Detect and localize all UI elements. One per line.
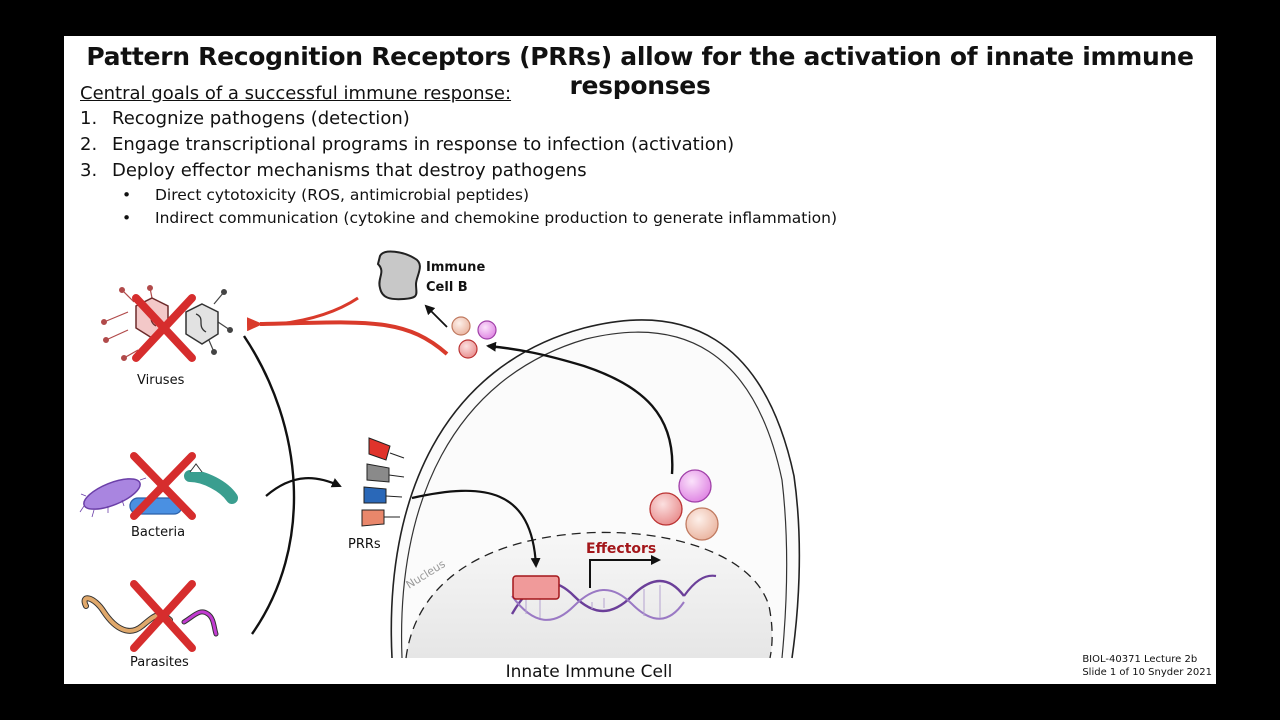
signal-to-cell-b-arrow xyxy=(424,304,448,328)
effector-response-arrow xyxy=(246,296,449,356)
immune-cell-b-label-line1: Immune xyxy=(426,260,485,275)
cytokine-pink xyxy=(649,492,683,526)
sub-bullet: • Direct cytotoxicity (ROS, antimicrobial… xyxy=(122,186,529,204)
slide: Pattern Recognition Receptors (PRRs) all… xyxy=(64,36,1216,684)
goal-item: 3. Deploy effector mechanisms that destro… xyxy=(80,160,587,181)
prrs-label: PRRs xyxy=(348,537,381,552)
parasites-label: Parasites xyxy=(130,655,189,670)
slide-footer: BIOL-40371 Lecture 2b Slide 1 of 10 Snyd… xyxy=(1082,653,1212,679)
goals-heading: Central goals of a successful immune res… xyxy=(80,83,512,104)
immune-cell-b-label-line2: Cell B xyxy=(426,280,468,295)
cytokine-purple xyxy=(678,469,712,503)
prr-salmon xyxy=(361,509,385,527)
goal-item: 2. Engage transcriptional programs in res… xyxy=(80,134,734,155)
bacteria-label: Bacteria xyxy=(131,525,185,540)
prr-receptors xyxy=(361,437,405,527)
sub-bullet: • Indirect communication (cytokine and ch… xyxy=(122,209,837,227)
goal-item: 1. Recognize pathogens (detection) xyxy=(80,108,410,129)
signaling-arrow xyxy=(411,489,541,568)
goal-number: 2. xyxy=(80,134,98,155)
bullet-mark: • xyxy=(122,186,132,204)
effectors-label: Effectors xyxy=(586,541,656,557)
prr-blue xyxy=(363,486,387,504)
prr-red xyxy=(368,437,391,461)
goal-text: Deploy effector mechanisms that destroy … xyxy=(112,160,587,181)
footer-course: BIOL-40371 Lecture 2b xyxy=(1082,654,1198,665)
slide-title: Pattern Recognition Receptors (PRRs) all… xyxy=(86,42,1194,100)
pathogen-detection-arrow xyxy=(243,335,342,635)
parasite-icon xyxy=(81,595,219,637)
cytokine-peach xyxy=(685,507,719,541)
immune-response-diagram: Nucleus Effectors xyxy=(79,250,801,682)
secretion-arrow xyxy=(486,341,674,475)
goal-number: 1. xyxy=(80,108,98,129)
goal-number: 3. xyxy=(80,160,98,181)
prr-gray xyxy=(366,463,390,483)
transcription-factor xyxy=(512,575,560,600)
virus-x-mark xyxy=(132,294,196,362)
transcription-arrow xyxy=(589,555,661,588)
immune-cell-b-icon xyxy=(376,250,421,301)
parasite-x-mark xyxy=(130,580,196,652)
goal-text: Recognize pathogens (detection) xyxy=(112,108,410,129)
bullet-text: Indirect communication (cytokine and che… xyxy=(155,209,838,227)
goal-text: Engage transcriptional programs in respo… xyxy=(112,134,735,155)
cytokine-cluster xyxy=(649,469,719,541)
bullet-text: Direct cytotoxicity (ROS, antimicrobial … xyxy=(155,186,529,204)
innate-immune-cell-label: Innate Immune Cell xyxy=(506,662,673,682)
bullet-mark: • xyxy=(122,209,132,227)
viruses-label: Viruses xyxy=(137,373,185,388)
footer-slide-info: Slide 1 of 10 Snyder 2021 xyxy=(1082,667,1212,678)
bacteria-x-mark xyxy=(130,452,196,520)
secreted-cytokines xyxy=(451,316,497,359)
